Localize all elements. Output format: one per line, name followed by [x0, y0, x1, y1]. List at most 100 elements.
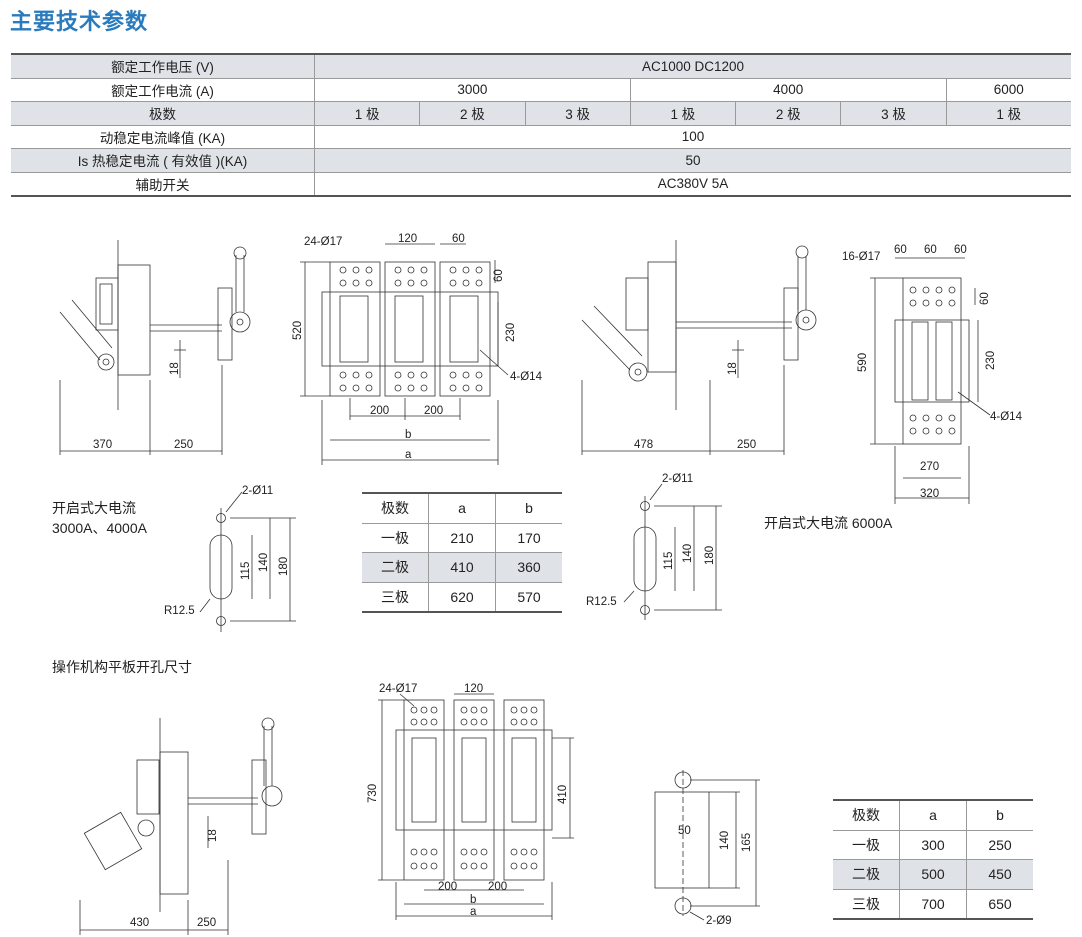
table-row: 极数 a b [833, 799, 1033, 831]
caption-panel-cutout: 操作机构平板开孔尺寸 [52, 659, 192, 675]
dim-text: a [405, 449, 412, 461]
dim-text: b [470, 894, 476, 906]
dim-text: 478 [634, 439, 653, 451]
header-cell: a [899, 799, 967, 831]
dim-text: 140 [682, 544, 694, 563]
cell: 3 极 [524, 101, 631, 126]
dim-text: 230 [985, 351, 997, 370]
caption-open-large-6000: 开启式大电流 6000A [764, 515, 893, 531]
dim-text: 410 [557, 785, 569, 804]
cell: 410 [428, 552, 496, 583]
dim-text: 140 [719, 831, 731, 850]
cell: 3 极 [840, 101, 947, 126]
cell: 6000 [945, 78, 1071, 102]
dim-text: 180 [704, 546, 716, 565]
dim-text: 60 [979, 292, 991, 305]
dim-text: 180 [278, 557, 290, 576]
cell: 500 [899, 859, 967, 890]
row-label: 额定工作电压 (V) [11, 53, 315, 79]
table-row: 额定工作电流 (A) 3000 4000 6000 [11, 78, 1071, 102]
cell: 三极 [362, 582, 429, 613]
table-row: 一极 300 250 [833, 830, 1033, 860]
header-cell: b [495, 492, 562, 524]
cell: 2 极 [419, 101, 526, 126]
slot-drawing-1 [199, 491, 296, 632]
dim-text: 4-Ø14 [510, 371, 543, 383]
slot-drawing-2 [623, 483, 722, 620]
dim-text: 120 [464, 683, 483, 695]
dim-text: 250 [197, 917, 216, 929]
table-row: 额定工作电压 (V) AC1000 DC1200 [11, 53, 1071, 79]
table-row: 辅助开关 AC380V 5A [11, 172, 1071, 197]
table-row: 一极 210 170 [362, 523, 562, 553]
dim-text: 2-Ø11 [242, 485, 273, 497]
dim-text: 16-Ø17 [842, 251, 880, 263]
cell: 3000 [314, 78, 631, 102]
cell: 650 [966, 889, 1033, 920]
front-view-drawing-3 [378, 693, 574, 920]
table-row: 极数 1 极 2 极 3 极 1 极 2 极 3 极 1 极 [11, 101, 1071, 126]
dim-text: 24-Ø17 [379, 683, 417, 695]
cell: 300 [899, 830, 967, 860]
cell: AC380V 5A [314, 172, 1071, 197]
dim-text: 250 [737, 439, 756, 451]
dim-text: 120 [398, 233, 417, 245]
dim-text: R12.5 [164, 605, 195, 617]
dim-text: 60 [924, 244, 937, 256]
dim-text: 730 [367, 784, 379, 803]
header-cell: 极数 [362, 492, 429, 524]
dim-text: 200 [370, 405, 389, 417]
side-view-drawing-3 [79, 717, 283, 935]
row-label: 动稳定电流峰值 (KA) [11, 125, 315, 149]
dim-text: 2-Ø11 [662, 473, 693, 485]
dimension-table-1: 极数 a b 一极 210 170 二极 410 360 三极 620 570 [362, 492, 562, 613]
dim-text: 60 [954, 244, 967, 256]
table-row: 二极 410 360 [362, 552, 562, 583]
cell: 360 [495, 552, 562, 583]
cell: 1 极 [313, 101, 420, 126]
page-title: 主要技术参数 [10, 9, 149, 34]
cell: 450 [966, 859, 1033, 890]
plate-drawing [654, 770, 760, 921]
dim-text: 520 [292, 321, 304, 340]
table-row: 极数 a b [362, 492, 562, 524]
cell: 50 [314, 148, 1071, 173]
row-label: Is 热稳定电流 ( 有效值 )(KA) [11, 148, 315, 173]
dim-text: 18 [207, 829, 219, 842]
caption-open-large-3000: 开启式大电流 [52, 500, 136, 516]
dim-text: 320 [920, 488, 939, 500]
dim-text: 140 [258, 553, 270, 572]
cell: 620 [428, 582, 496, 613]
cell: 210 [428, 523, 496, 553]
cell: 三极 [833, 889, 900, 920]
caption-open-large-3000-sub: 3000A、4000A [52, 520, 147, 536]
dim-text: 590 [857, 353, 869, 372]
dim-text: 4-Ø14 [990, 411, 1023, 423]
cell: 二极 [833, 859, 900, 890]
dim-text: a [470, 906, 477, 918]
dim-text: 2-Ø9 [706, 915, 732, 927]
cell: 250 [966, 830, 1033, 860]
front-view-drawing-1 [300, 243, 509, 465]
row-label: 辅助开关 [11, 172, 315, 197]
side-view-drawing-2 [581, 240, 817, 455]
cell: 一极 [362, 523, 429, 553]
dim-text: R12.5 [586, 596, 617, 608]
table-row: Is 热稳定电流 ( 有效值 )(KA) 50 [11, 148, 1071, 173]
table-row: 二极 500 450 [833, 859, 1033, 890]
dim-text: 430 [130, 917, 149, 929]
dim-text: 50 [678, 825, 691, 837]
cell: 100 [314, 125, 1071, 149]
header-cell: b [966, 799, 1033, 831]
dim-text: 24-Ø17 [304, 236, 342, 248]
cell: 4000 [629, 78, 947, 102]
dim-text: 200 [424, 405, 443, 417]
cell: 1 极 [629, 101, 736, 126]
dim-text: b [405, 429, 411, 441]
dimension-table-2: 极数 a b 一极 300 250 二极 500 450 三极 700 650 [833, 799, 1033, 920]
dim-text: 115 [240, 562, 252, 580]
front-view-drawing-2 [870, 257, 991, 504]
dim-text: 18 [169, 362, 181, 375]
row-label: 极数 [11, 101, 315, 126]
